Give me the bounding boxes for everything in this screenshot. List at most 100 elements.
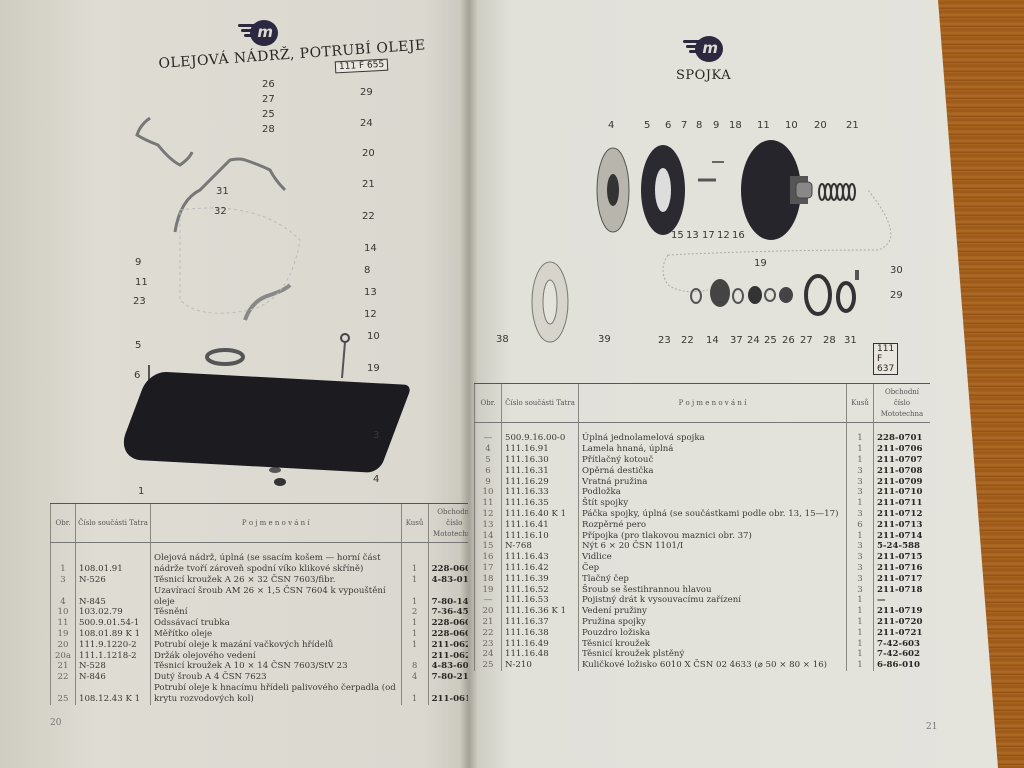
cell-nazev: Potrubí oleje k mazání vačkových hřídelů — [150, 639, 402, 651]
cell-obr: 11 — [474, 498, 502, 509]
cell-cislo: 111.16.43 — [501, 552, 579, 563]
cell-obchodni: 211-0712 — [873, 508, 930, 520]
cell-obr: 22 — [474, 627, 502, 639]
cell-obchodni: 211-0624 — [427, 650, 472, 662]
cell-obchodni: 7-80-210 — [427, 672, 472, 683]
cell-obchodni: 211-0717 — [873, 573, 930, 585]
cell-cislo: 111.16.33 — [501, 487, 579, 499]
cell-cislo: 111.16.91 — [501, 444, 579, 455]
cell-obchodni: 211-0710 — [873, 487, 930, 499]
col-header-kusu: Kusů — [846, 382, 874, 424]
cell-kusu — [400, 650, 429, 662]
cell-obr: 6 — [474, 465, 502, 477]
callout-label: 11 — [757, 120, 770, 131]
cell-obchodni: 211-0719 — [873, 606, 930, 617]
cell-cislo: 108.01.89 K 1 — [75, 628, 151, 640]
callout-label: 1 — [138, 486, 145, 497]
callout-label: 7 — [681, 120, 688, 131]
callout-label: 22 — [362, 211, 375, 222]
cell-obchodni: 211-0713 — [873, 519, 930, 531]
cell-kusu: 1 — [400, 618, 429, 629]
cell-kusu: 1 — [846, 616, 874, 628]
cell-cislo: 111.16.38 — [501, 627, 579, 639]
callout-label: 13 — [686, 230, 699, 241]
cell-cislo: 111.16.39 — [501, 573, 579, 585]
cell-kusu: 3 — [846, 465, 874, 477]
cell-obr: — — [474, 433, 502, 445]
cell-kusu: 3 — [846, 584, 874, 596]
winged-m-logo-icon: m — [683, 34, 723, 64]
callout-label: 38 — [496, 334, 509, 345]
cell-nazev: Těsnicí kroužek plstěný — [578, 649, 847, 661]
cell-obchodni: — — [873, 595, 930, 607]
callout-label: 8 — [364, 265, 371, 276]
cell-obr: 20 — [474, 606, 502, 617]
cell-nazev: Šroub se šestihrannou hlavou — [578, 584, 847, 596]
parts-table-right: Obr. Číslo součásti Tatra P o j m e n o … — [474, 382, 930, 671]
cell-obr: — — [474, 595, 502, 607]
callout-label: 12 — [717, 230, 730, 241]
cell-obchodni: 211-0615 — [427, 682, 472, 705]
page-number: 20 — [50, 718, 62, 728]
callout-label: 12 — [364, 309, 377, 320]
cell-cislo: 111.16.49 — [501, 638, 579, 650]
cell-nazev: Odssávací trubka — [150, 618, 402, 629]
callout-label: 28 — [823, 335, 836, 346]
cell-cislo: 111.16.37 — [501, 616, 579, 628]
cell-obr: 1 — [50, 553, 76, 575]
col-header-obchodni: Obchodní číslo Mototechna — [873, 382, 930, 424]
cell-obr: 15 — [474, 541, 502, 553]
callout-label: 24 — [360, 118, 373, 129]
callout-label: 5 — [644, 120, 651, 131]
cell-kusu: 1 — [846, 660, 874, 671]
left-page: m OLEJOVÁ NÁDRŽ, POTRUBÍ OLEJE 111 F 655… — [0, 0, 472, 768]
cell-obchodni: 228-0601 — [427, 553, 472, 575]
cell-kusu: 1 — [846, 530, 874, 542]
cell-obr: 5 — [474, 454, 502, 466]
cell-obr: 19 — [474, 584, 502, 596]
cell-nazev: Nýt 6 × 20 ČSN 1101/I — [578, 541, 847, 553]
cell-obchodni: 5-24-588 — [873, 541, 930, 553]
cell-cislo: 108.01.91 — [75, 553, 151, 575]
cell-kusu: 1 — [400, 585, 429, 608]
cell-nazev: Štít spojky — [578, 498, 847, 509]
cell-obr: 10 — [474, 487, 502, 499]
cell-cislo: 111.16.36 K 1 — [501, 606, 579, 617]
cell-nazev: Držák olejového vedení — [150, 650, 402, 662]
cell-cislo: N-768 — [501, 541, 579, 553]
cell-obchodni: 4-83-013 — [427, 574, 472, 586]
cell-nazev: Měřítko oleje — [150, 628, 402, 640]
cell-obchodni: 211-0708 — [873, 465, 930, 477]
cell-kusu: 1 — [846, 595, 874, 607]
callout-label: 28 — [262, 124, 275, 135]
callout-label: 25 — [764, 335, 777, 346]
cell-nazev: Úplná jednolamelová spojka — [578, 433, 847, 445]
cell-cislo: 111.16.10 — [501, 530, 579, 542]
callout-label: 17 — [702, 230, 715, 241]
cell-nazev: Uzavírací šroub AM 26 × 1,5 ČSN 7604 k v… — [150, 585, 402, 608]
cell-cislo: 111.16.31 — [501, 465, 579, 477]
cell-cislo: 111.16.48 — [501, 649, 579, 661]
cell-kusu: 1 — [400, 682, 429, 705]
cell-obchodni: 211-0720 — [873, 616, 930, 628]
cell-obr: 25 — [474, 660, 502, 671]
right-page: m SPOJKA — [468, 0, 998, 768]
cell-nazev: Tlačný čep — [578, 573, 847, 585]
winged-m-logo-icon: m — [238, 18, 278, 48]
col-header-obr: Obr. — [474, 382, 502, 424]
cell-kusu: 1 — [400, 628, 429, 640]
callout-label: 18 — [729, 120, 742, 131]
callout-label: 21 — [846, 120, 859, 131]
cell-obchodni: 7-42-603 — [873, 638, 930, 650]
